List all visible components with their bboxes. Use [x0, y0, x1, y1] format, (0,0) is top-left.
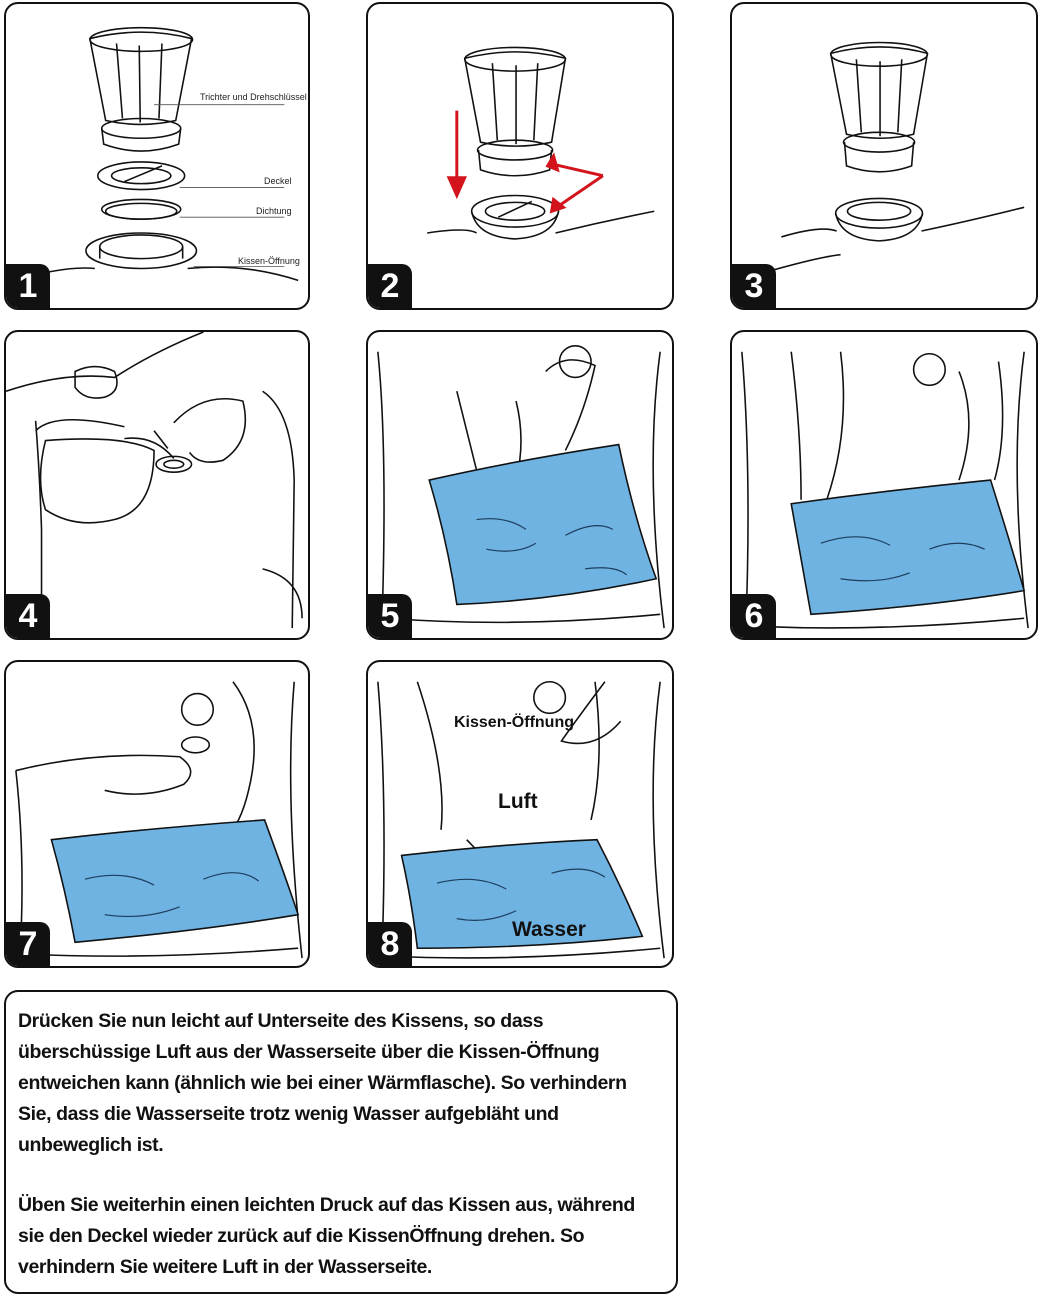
instruction-paragraph-1: Drücken Sie nun leicht auf Unterseite de… — [18, 1010, 627, 1156]
opening-label: Kissen-Öffnung — [454, 714, 574, 731]
step-4-panel: 4 — [4, 330, 310, 640]
funnel-label: Trichter und Drehschlüssel — [200, 92, 307, 102]
step-1-panel: Trichter und Drehschlüssel Deckel Dichtu… — [4, 2, 310, 310]
instructions-box: Drücken Sie nun leicht auf Unterseite de… — [4, 990, 678, 1294]
step-2-panel: 2 — [366, 2, 674, 310]
water-label: Wasser — [512, 918, 586, 941]
water-area — [428, 443, 658, 606]
step-7-panel: 7 — [4, 660, 310, 968]
step-number: 8 — [368, 922, 412, 966]
step-8-panel: Kissen-Öffnung Luft Wasser 8 — [366, 660, 674, 968]
seal-label: Dichtung — [256, 206, 292, 216]
pouring-water-illustration — [6, 332, 303, 629]
lid-label: Deckel — [264, 176, 292, 186]
water-area — [50, 819, 300, 944]
step-number: 6 — [732, 594, 776, 638]
air-label: Luft — [498, 790, 538, 813]
step-number: 5 — [368, 594, 412, 638]
step-number: 2 — [368, 264, 412, 308]
step-number: 3 — [732, 264, 776, 308]
step-number: 7 — [6, 922, 50, 966]
funnel-removed-illustration — [771, 41, 1025, 272]
closing-lid-illustration — [15, 681, 303, 959]
funnel-attach-illustration — [427, 46, 655, 240]
water-area — [790, 479, 1026, 616]
instruction-paragraph-2: Üben Sie weiterhin einen leichten Druck … — [18, 1194, 635, 1278]
step-number: 4 — [6, 594, 50, 638]
opening-label: Kissen-Öffnung — [238, 256, 300, 266]
step-5-panel: 5 — [366, 330, 674, 640]
water-area — [400, 838, 644, 950]
step-6-panel: 6 — [730, 330, 1038, 640]
water-side-press-illustration — [377, 345, 665, 629]
water-side-lift-illustration — [741, 351, 1029, 629]
step-number: 1 — [6, 264, 50, 308]
step-3-panel: 3 — [730, 2, 1038, 310]
air-water-sides-illustration — [377, 680, 665, 959]
funnel-parts-illustration — [15, 26, 299, 282]
